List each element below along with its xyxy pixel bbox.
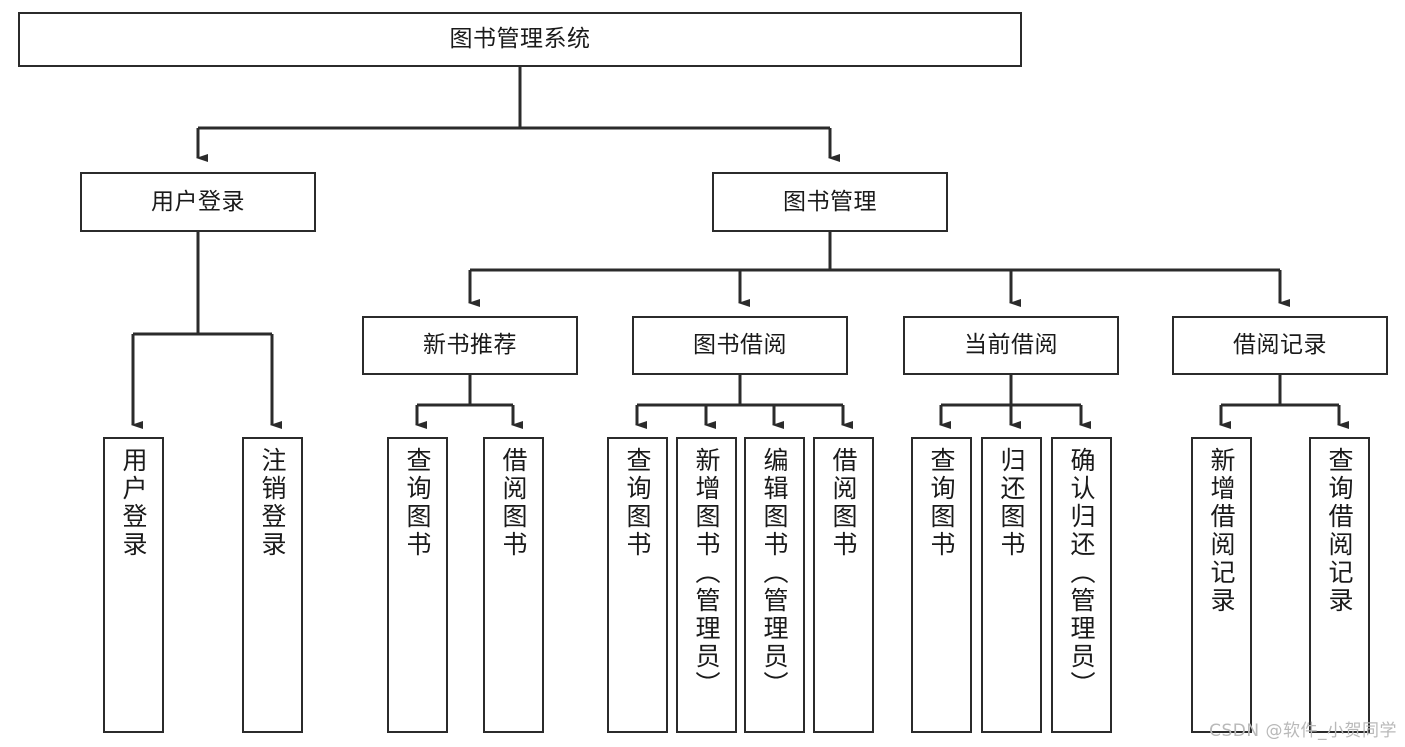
node-label: 用户登录: [119, 447, 148, 559]
node-user-login[interactable]: 用户登录: [80, 172, 316, 232]
leaf-borrow-edit-book-admin[interactable]: 编辑图书（管理员）: [744, 437, 805, 733]
leaf-user-login-login[interactable]: 用户登录: [103, 437, 164, 733]
leaf-current-return-book[interactable]: 归还图书: [981, 437, 1042, 733]
leaf-current-confirm-return-admin[interactable]: 确认归还（管理员）: [1051, 437, 1112, 733]
node-label: 查询图书: [403, 447, 432, 559]
node-label: 注销登录: [258, 447, 287, 559]
leaf-record-query-record[interactable]: 查询借阅记录: [1309, 437, 1370, 733]
node-label: 借阅图书: [499, 447, 528, 559]
node-label: 新增借阅记录: [1207, 447, 1236, 615]
node-borrow-record[interactable]: 借阅记录: [1172, 316, 1388, 375]
node-label: 借阅图书: [829, 447, 858, 559]
node-label: 编辑图书（管理员）: [760, 447, 789, 699]
node-label: 查询借阅记录: [1325, 447, 1354, 615]
node-label: 查询图书: [927, 447, 956, 559]
watermark-text: CSDN @软件_小贺同学: [1209, 721, 1397, 741]
node-new-book-recommend[interactable]: 新书推荐: [362, 316, 578, 375]
node-label: 归还图书: [997, 447, 1026, 559]
node-root-system[interactable]: 图书管理系统: [18, 12, 1022, 67]
leaf-recommend-query-book[interactable]: 查询图书: [387, 437, 448, 733]
leaf-current-query-book[interactable]: 查询图书: [911, 437, 972, 733]
node-label: 借阅记录: [1233, 332, 1327, 359]
leaf-borrow-add-book-admin[interactable]: 新增图书（管理员）: [676, 437, 737, 733]
node-book-borrow[interactable]: 图书借阅: [632, 316, 848, 375]
node-label: 当前借阅: [964, 332, 1058, 359]
node-label: 图书管理: [783, 188, 877, 215]
leaf-recommend-borrow-book[interactable]: 借阅图书: [483, 437, 544, 733]
leaf-borrow-query-book[interactable]: 查询图书: [607, 437, 668, 733]
node-label: 新增图书（管理员）: [692, 447, 721, 699]
node-label: 用户登录: [151, 188, 245, 215]
node-label: 图书管理系统: [449, 26, 591, 53]
node-current-borrow[interactable]: 当前借阅: [903, 316, 1119, 375]
node-label: 图书借阅: [693, 332, 787, 359]
leaf-user-login-logout[interactable]: 注销登录: [242, 437, 303, 733]
leaf-record-add-record[interactable]: 新增借阅记录: [1191, 437, 1252, 733]
node-label: 新书推荐: [423, 332, 517, 359]
node-label: 查询图书: [623, 447, 652, 559]
leaf-borrow-borrow-book[interactable]: 借阅图书: [813, 437, 874, 733]
node-book-management[interactable]: 图书管理: [712, 172, 948, 232]
node-label: 确认归还（管理员）: [1067, 447, 1096, 699]
